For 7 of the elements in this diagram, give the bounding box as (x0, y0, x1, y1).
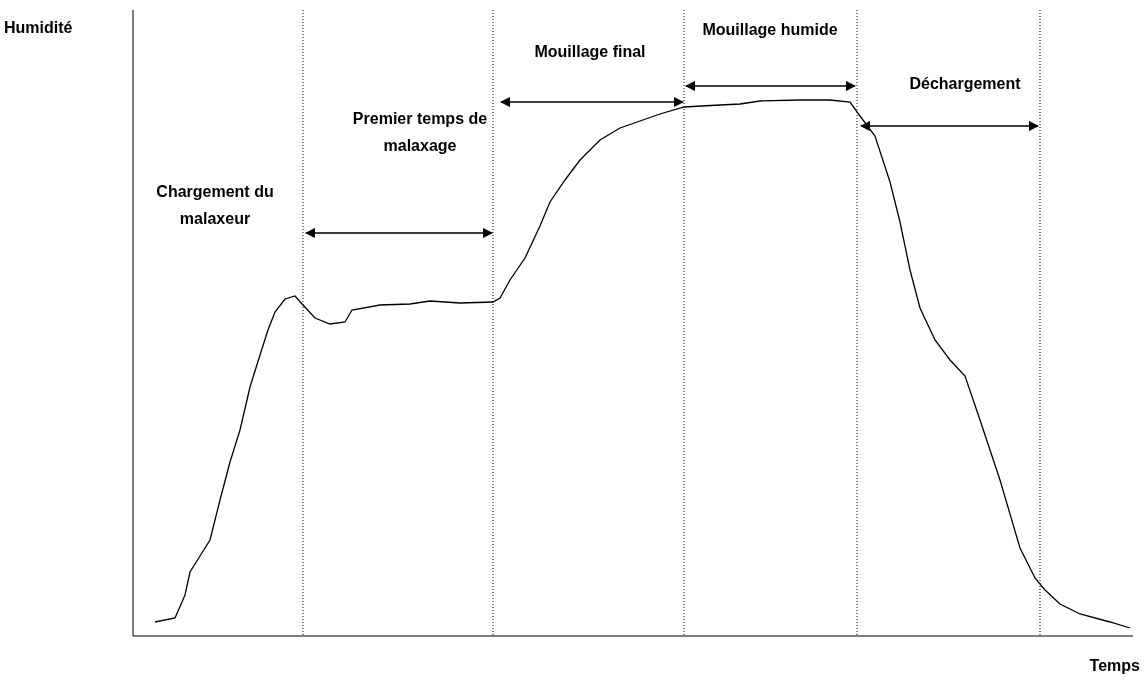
phase-label: Chargement du malaxeur (155, 182, 275, 229)
axis-label: Temps (1088, 656, 1140, 676)
axis-label: Humidité (4, 18, 74, 38)
phase-label: Premier temps de malaxage (351, 109, 489, 156)
phase-label: Mouillage humide (701, 20, 839, 40)
phase-label: Déchargement (908, 74, 1022, 94)
phase-label: Mouillage final (533, 42, 647, 62)
